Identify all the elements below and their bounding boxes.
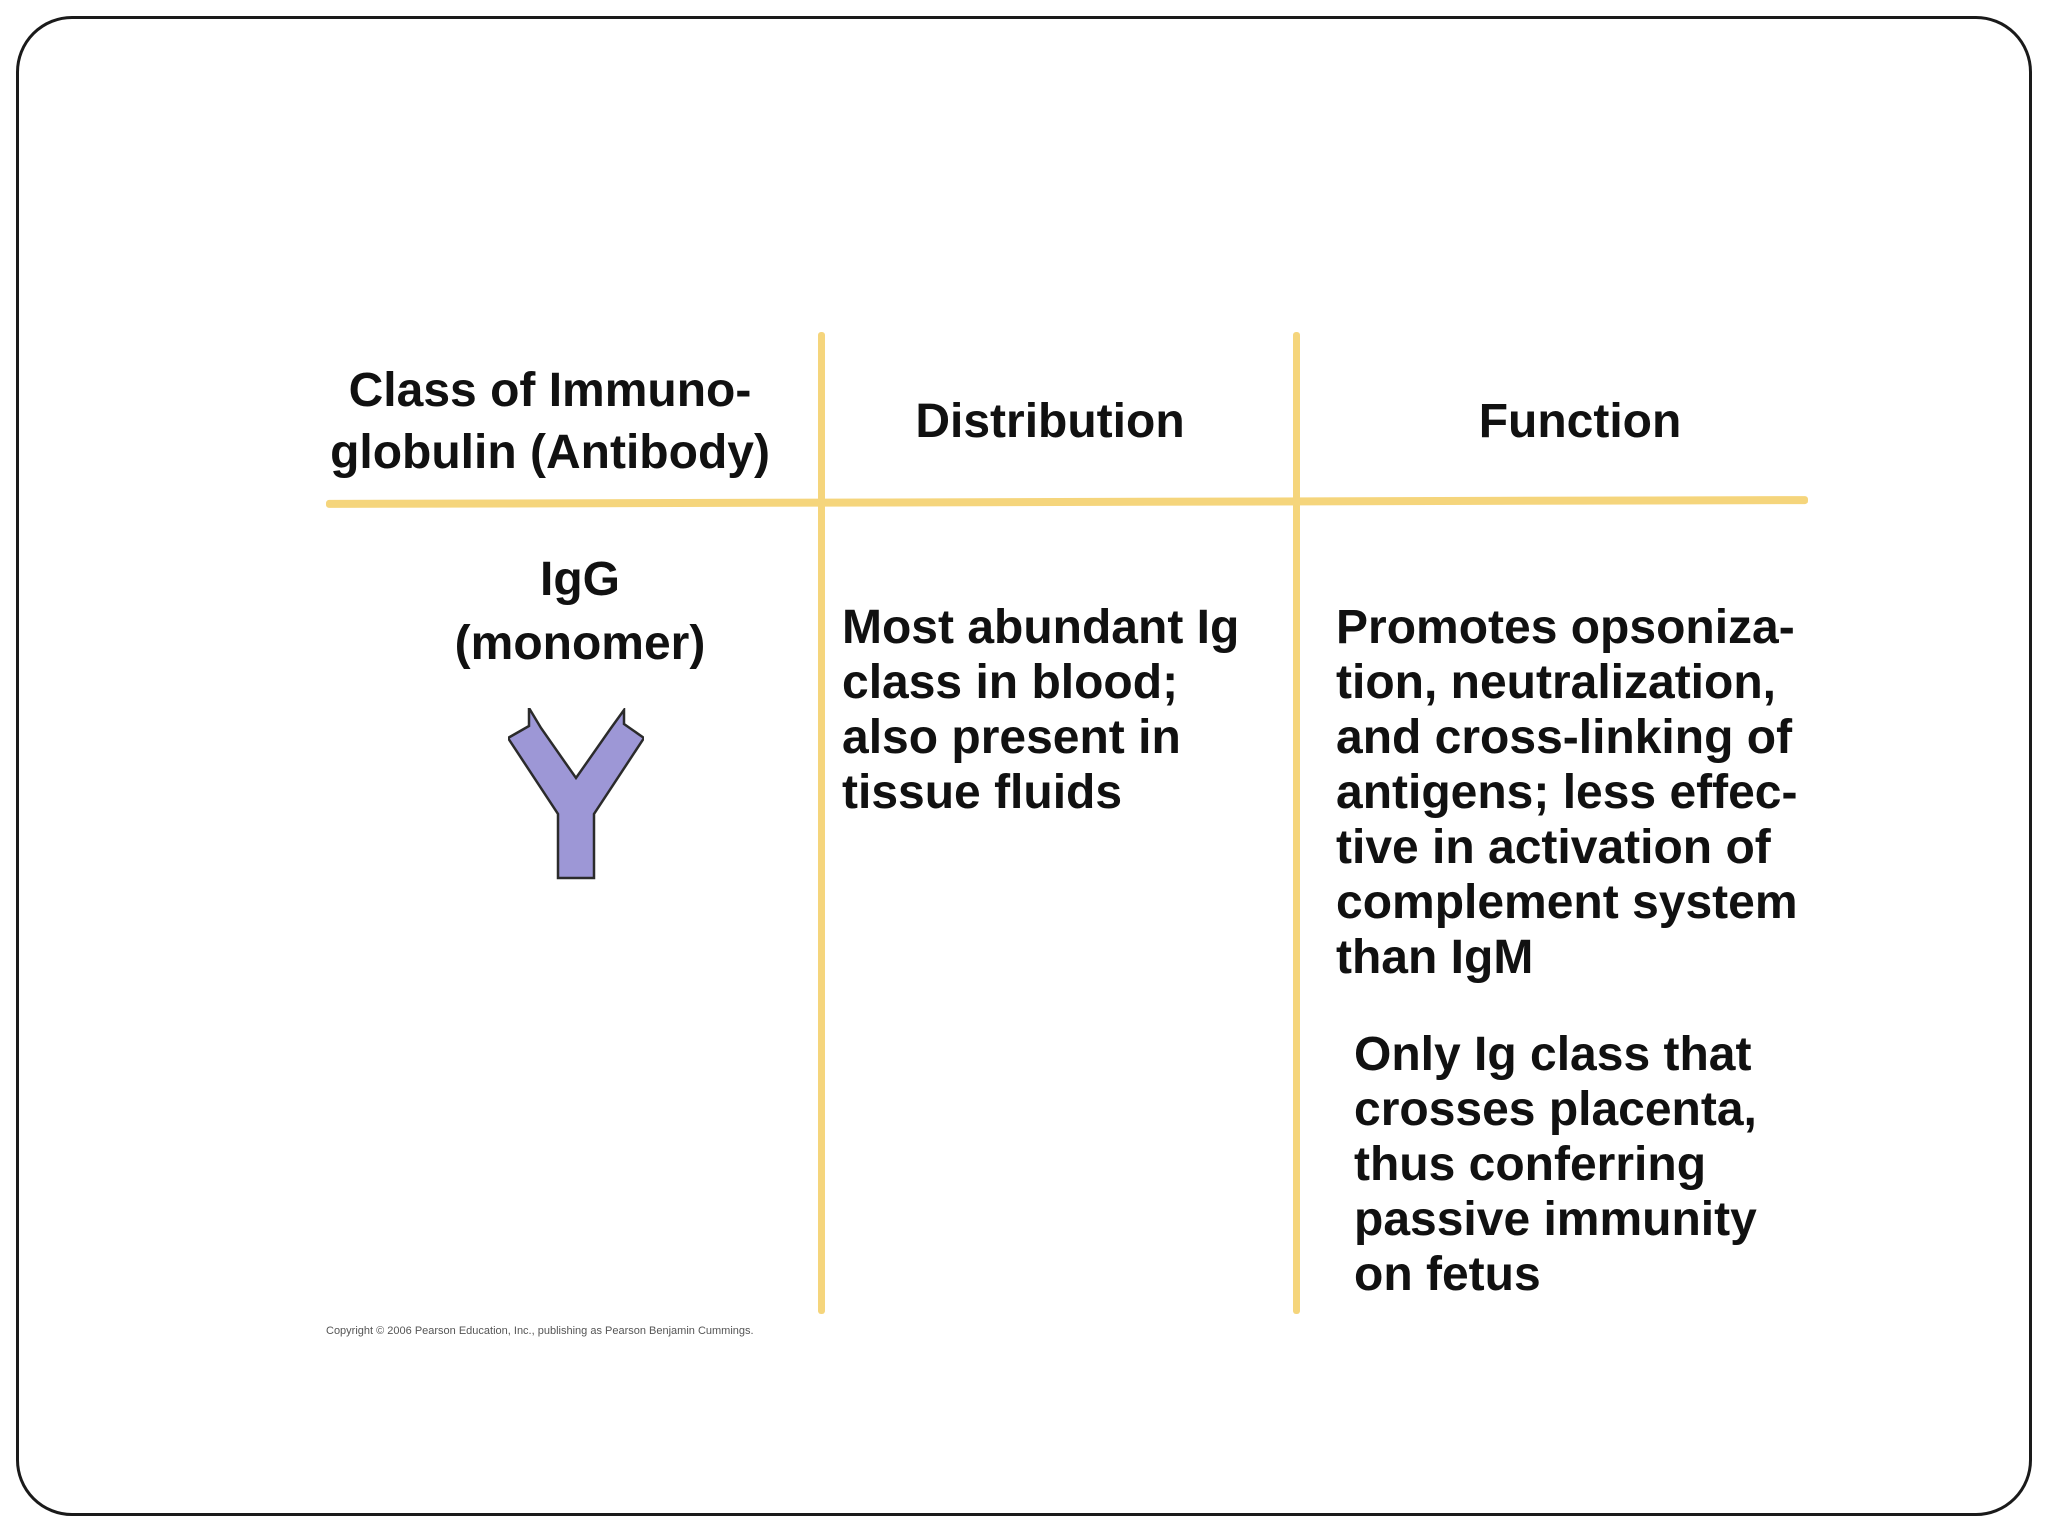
function-text-primary: Promotes opsoniza- tion, neutralization,…	[1336, 601, 1798, 984]
header-class-of-immunoglobulin: Class of Immuno- globulin (Antibody)	[330, 364, 770, 479]
copyright-notice: Copyright © 2006 Pearson Education, Inc.…	[326, 1325, 754, 1337]
slide-frame	[16, 16, 2032, 1516]
class-name-igg: IgG (monomer)	[454, 553, 706, 670]
header-function: Function	[1478, 395, 1682, 448]
antibody-monomer-icon	[508, 708, 644, 880]
column-divider-1	[818, 332, 825, 1314]
column-divider-2	[1293, 332, 1300, 1314]
function-text-secondary: Only Ig class that crosses placenta, thu…	[1354, 1028, 1757, 1301]
antibody-shape	[508, 708, 644, 880]
distribution-text: Most abundant Ig class in blood; also pr…	[842, 601, 1240, 819]
header-distribution: Distribution	[915, 395, 1185, 448]
